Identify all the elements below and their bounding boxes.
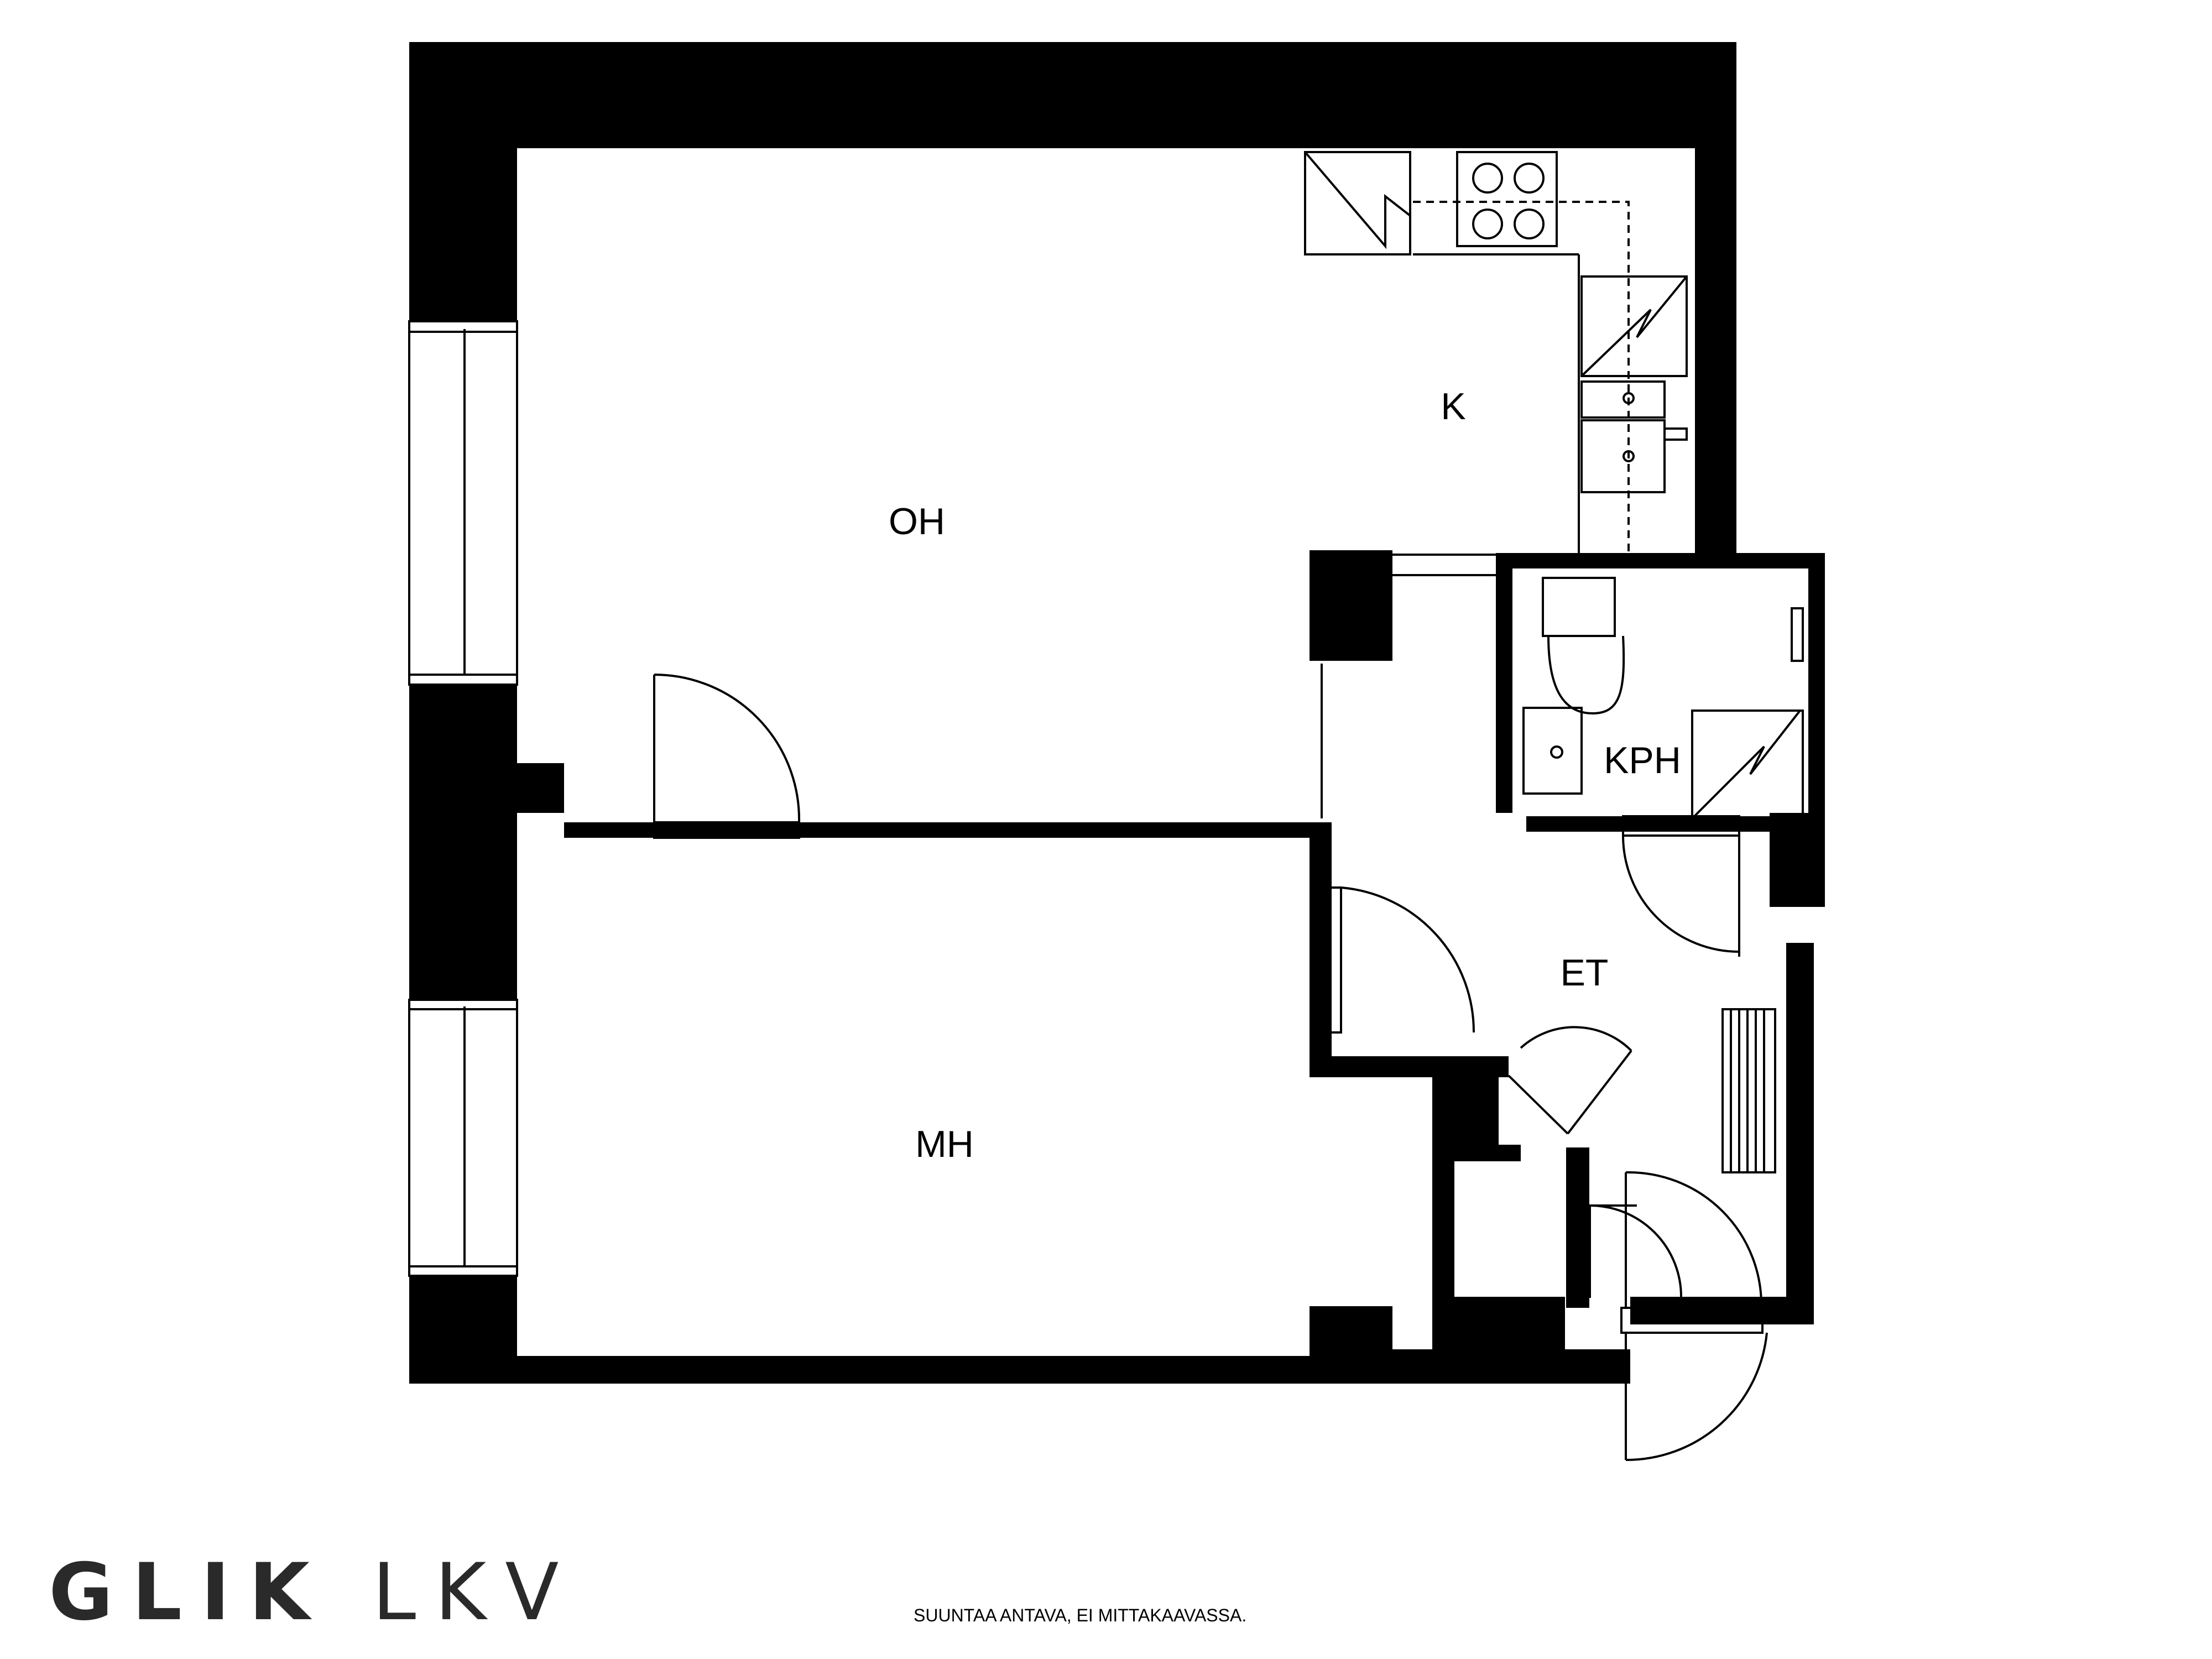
walls xyxy=(409,42,1825,1384)
room-label-mh: MH xyxy=(915,1123,974,1165)
logo-secondary: LKV xyxy=(372,1547,578,1638)
room-label-et: ET xyxy=(1561,952,1609,994)
bathroom-fixtures xyxy=(1522,577,1804,820)
room-label-k: K xyxy=(1441,385,1465,427)
hallway-fixtures xyxy=(1721,1008,1776,1173)
logo-primary: GLIK xyxy=(49,1547,328,1638)
company-logo: GLIK LKV xyxy=(49,1546,577,1640)
room-labels: OH K KPH ET MH xyxy=(889,385,1681,1165)
windows xyxy=(408,320,518,1277)
room-label-kph: KPH xyxy=(1604,739,1681,781)
doors xyxy=(653,554,1768,1462)
disclaimer-text: SUUNTAA ANTAVA, EI MITTAKAAVASSA. xyxy=(914,1605,1247,1625)
room-label-oh: OH xyxy=(889,500,945,542)
kitchen-fixtures xyxy=(1304,151,1688,553)
